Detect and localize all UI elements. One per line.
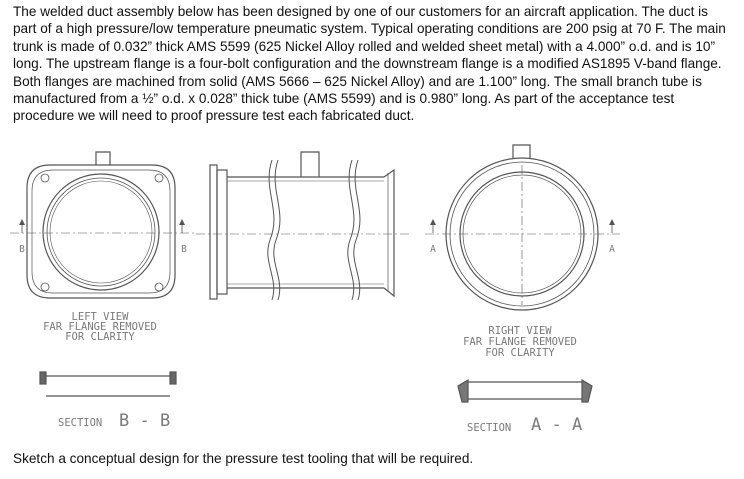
bolt-hole [40,173,50,183]
branch-tube-stub [95,151,111,165]
bolt-hole [154,282,164,292]
left-view-caption: FAR FLANGE REMOVED [43,321,157,333]
section-arrow-icon [609,219,615,225]
section-bb-label: B - B [119,411,170,431]
right-view-caption: FAR FLANGE REMOVED [463,336,577,348]
branch-tube-stub [512,144,531,158]
branch-tube-side [300,151,320,177]
section-bb-profile [39,371,177,397]
section-arrow-icon [19,219,25,225]
left-section-marker: B [181,244,187,255]
left-view-caption: FOR CLARITY [65,331,135,343]
right-view-caption: FOR CLARITY [485,347,555,359]
left-view-caption: LEFT VIEW [72,311,130,323]
left-section-marker: B [19,244,25,255]
side-view-duct [209,151,395,301]
section-aa-word: SECTION [467,422,511,434]
task-prompt: Sketch a conceptual design for the press… [13,451,474,466]
right-view-caption: RIGHT VIEW [488,325,552,337]
section-bb-word: SECTION [58,417,102,429]
section-arrow-icon [179,219,185,225]
right-section-marker: A [430,244,436,255]
section-aa-profile [457,378,593,403]
section-aa-label: A - A [531,415,582,435]
section-arrow-icon [430,219,436,225]
right-section-marker: A [609,244,615,255]
bolt-hole [154,173,164,183]
problem-description: The welded duct assembly below has been … [13,4,726,124]
left-view-four-bolt-flange [26,151,176,299]
bolt-hole [40,282,50,292]
